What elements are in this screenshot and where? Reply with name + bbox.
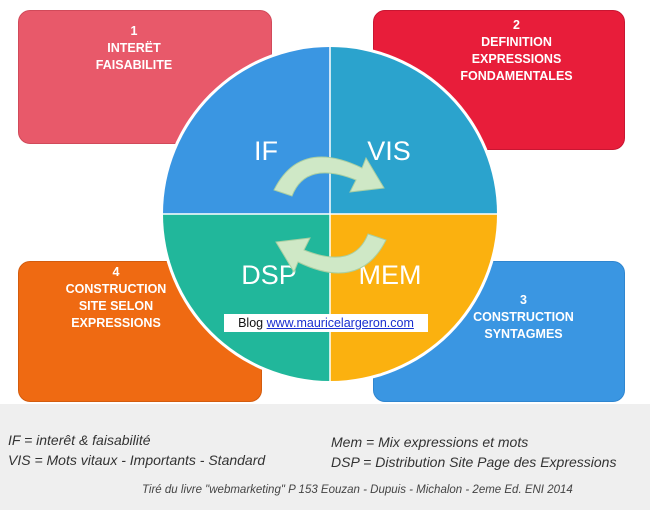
quadrant-if (163, 47, 330, 214)
source-credit: Tiré du livre "webmarketing" P 153 Eouza… (142, 484, 573, 496)
step-4-number: 4 (112, 265, 120, 279)
circular-refresh-arrows-icon (273, 156, 387, 274)
step-2-line-2: EXPRESSIONS (471, 52, 562, 66)
step-2-line-3: FONDAMENTALES (460, 69, 573, 83)
step-2-number: 2 (513, 18, 520, 32)
step-1-number: 1 (130, 24, 138, 38)
step-1-line-2: FAISABILITE (95, 58, 173, 72)
blog-link[interactable]: www.mauricelargeron.com (266, 316, 414, 330)
quadrant-vis-label: VIS (367, 136, 411, 166)
legend-dsp: DSP = Distribution Site Page des Express… (331, 454, 617, 470)
step-3-line-2: SYNTAGMES (484, 327, 563, 341)
blog-prefix: Blog (238, 316, 264, 330)
quadrant-dsp-label: DSP (241, 260, 297, 290)
quadrant-mem-label: MEM (359, 260, 422, 290)
step-4-line-3: EXPRESSIONS (71, 316, 161, 330)
legend-mem: Mem = Mix expressions et mots (331, 434, 529, 450)
cycle-wheel: IF VIS MEM DSP (163, 47, 497, 381)
quadrant-mem (330, 214, 497, 381)
step-4-line-2: SITE SELON (78, 299, 154, 313)
legend-footer (0, 404, 650, 510)
legend-if: IF = interêt & faisabilité (8, 432, 151, 448)
step-3-line-1: CONSTRUCTION (473, 310, 574, 324)
diagram-area: 1 INTERËT FAISABILITE 2 DEFINITION EXPRE… (18, 10, 625, 402)
quadrant-if-label: IF (254, 136, 278, 166)
step-3-number: 3 (520, 293, 527, 307)
legend-vis: VIS = Mots vitaux - Importants - Standar… (8, 452, 266, 468)
step-1-line-1: INTERËT (107, 41, 161, 55)
step-4-line-1: CONSTRUCTION (65, 282, 167, 296)
step-2-line-1: DEFINITION (481, 35, 552, 49)
blog-credit: Blog www.mauricelargeron.com (224, 314, 428, 332)
